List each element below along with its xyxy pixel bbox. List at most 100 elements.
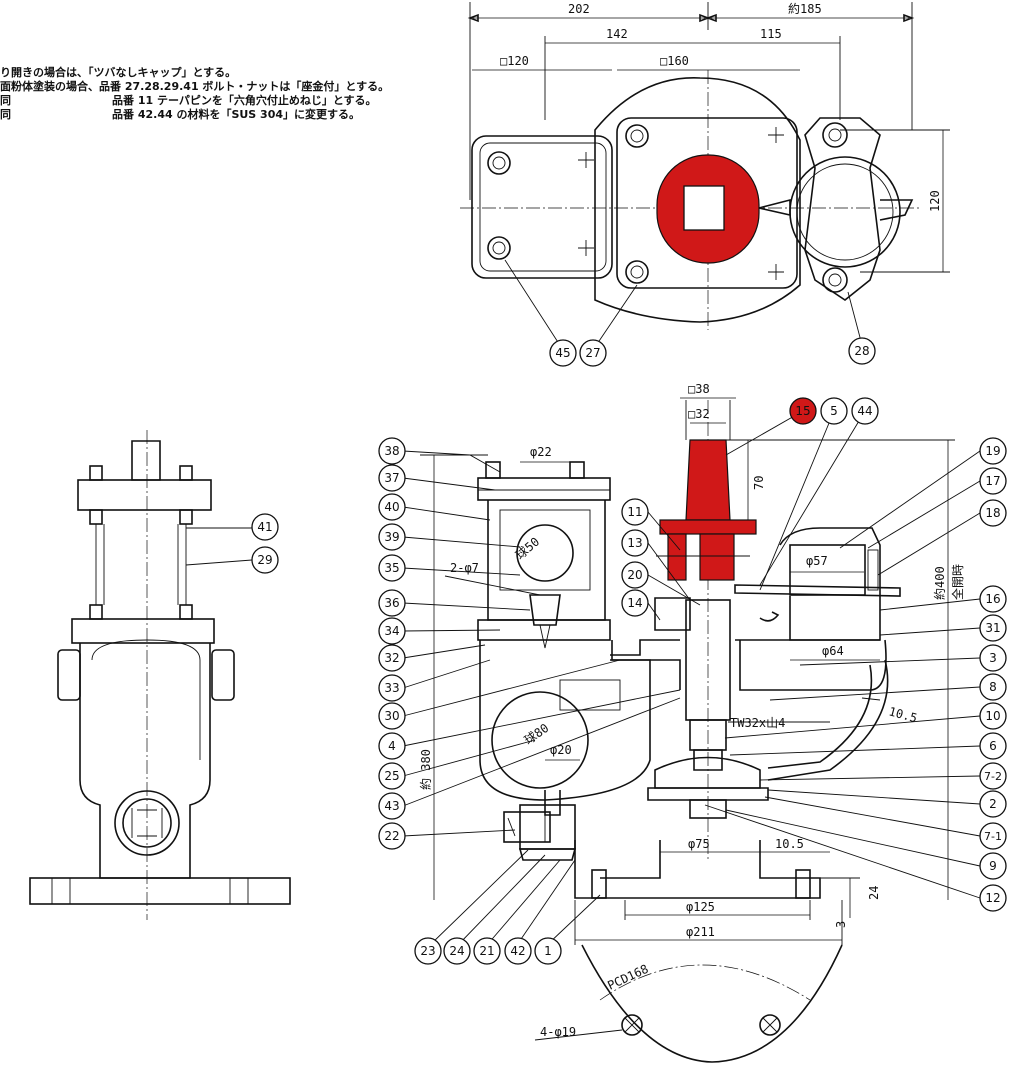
svg-text:35: 35	[384, 561, 399, 575]
balloon-42: 42	[504, 937, 532, 965]
balloon-2: 2	[979, 790, 1007, 818]
dim-phi57: φ57	[806, 554, 828, 568]
dim-ball50: 球50	[513, 535, 542, 563]
balloon-31: 31	[979, 614, 1007, 642]
balloon-21: 21	[473, 937, 501, 965]
balloon-35: 35	[378, 554, 406, 582]
svg-text:27: 27	[585, 346, 600, 360]
highlight-handle-section	[656, 439, 757, 581]
balloon-40: 40	[378, 493, 406, 521]
svg-text:4: 4	[388, 739, 396, 753]
svg-text:33: 33	[384, 681, 399, 695]
side-view	[29, 430, 291, 920]
svg-text:28: 28	[854, 344, 869, 358]
balloon-11: 11	[621, 498, 649, 526]
dim-ball80: 球80	[522, 721, 552, 748]
dim-sq160: □160	[660, 54, 689, 68]
svg-text:19: 19	[985, 444, 1000, 458]
balloon-32: 32	[378, 644, 406, 672]
balloon-38: 38	[378, 437, 406, 465]
svg-text:22: 22	[384, 829, 399, 843]
balloon-44: 44	[851, 397, 879, 425]
svg-text:25: 25	[384, 769, 399, 783]
balloon-37: 37	[378, 464, 406, 492]
dim-24: 24	[867, 886, 881, 900]
svg-text:15: 15	[795, 404, 810, 418]
svg-text:18: 18	[985, 506, 1000, 520]
balloon-29: 29	[251, 546, 279, 574]
dim-185: 約185	[788, 1, 822, 16]
svg-text:43: 43	[384, 799, 399, 813]
balloon-20: 20	[621, 561, 649, 589]
balloon-25: 25	[378, 762, 406, 790]
balloon-15: 15	[789, 397, 817, 425]
dim-3: 3	[834, 921, 848, 928]
svg-text:7-1: 7-1	[984, 830, 1002, 843]
balloon-3: 3	[979, 644, 1007, 672]
svg-text:29: 29	[257, 553, 272, 567]
balloon-14: 14	[621, 589, 649, 617]
balloon-30: 30	[378, 702, 406, 730]
balloon-9: 9	[979, 852, 1007, 880]
balloon-45: 45	[549, 339, 577, 367]
svg-text:38: 38	[384, 444, 399, 458]
notes-block: り開きの場合は、「ツバなしキャップ」とする。 面粉体塗装の場合、品番 27.28…	[0, 66, 389, 122]
svg-text:14: 14	[627, 596, 642, 610]
svg-text:17: 17	[985, 474, 1000, 488]
svg-text:10: 10	[985, 709, 1000, 723]
balloon-10: 10	[979, 702, 1007, 730]
svg-text:23: 23	[420, 944, 435, 958]
balloon-19: 19	[979, 437, 1007, 465]
svg-text:45: 45	[555, 346, 570, 360]
svg-text:39: 39	[384, 530, 399, 544]
balloon-7-2: 7-2	[979, 762, 1007, 790]
note-1: り開きの場合は、「ツバなしキャップ」とする。	[0, 66, 237, 79]
svg-text:30: 30	[384, 709, 399, 723]
plan-bolts	[487, 122, 848, 293]
balloon-43: 43	[378, 792, 406, 820]
dim-phi125: φ125	[686, 900, 715, 914]
plan-view: 202 約185 142 115 □120 □160 120	[460, 1, 950, 351]
dim-4phi19: 4-φ19	[540, 1025, 576, 1039]
dim-202: 202	[568, 2, 590, 16]
dim-10-5-base: 10.5	[775, 837, 804, 851]
dim-400: 約400	[932, 566, 947, 600]
svg-text:41: 41	[257, 520, 272, 534]
balloon-13: 13	[621, 529, 649, 557]
dim-115: 115	[760, 27, 782, 41]
svg-text:44: 44	[857, 404, 872, 418]
balloon-6: 6	[979, 732, 1007, 760]
leader-lines	[402, 410, 981, 946]
svg-text:6: 6	[989, 739, 997, 753]
balloon-5: 5	[820, 397, 848, 425]
svg-text:11: 11	[627, 505, 642, 519]
balloon-23: 23	[414, 937, 442, 965]
dim-phi75: φ75	[688, 837, 710, 851]
svg-text:32: 32	[384, 651, 399, 665]
svg-text:21: 21	[479, 944, 494, 958]
balloon-24: 24	[443, 937, 471, 965]
dim-142: 142	[606, 27, 628, 41]
dim-sq38: □38	[688, 382, 710, 396]
svg-text:3: 3	[989, 651, 997, 665]
dim-phi211: φ211	[686, 925, 715, 939]
svg-text:8: 8	[989, 680, 997, 694]
svg-text:42: 42	[510, 944, 525, 958]
balloon-27: 27	[579, 339, 607, 367]
dim-phi64: φ64	[822, 644, 844, 658]
balloon-4: 4	[378, 732, 406, 760]
balloon-36: 36	[378, 589, 406, 617]
note-2: 面粉体塗装の場合、品番 27.28.29.41 ボルト・ナットは「座金付」とする…	[0, 80, 390, 93]
dim-70: 70	[752, 476, 766, 490]
balloon-17: 17	[979, 467, 1007, 495]
svg-text:16: 16	[985, 592, 1000, 606]
dim-pcd168: PCD168	[605, 962, 650, 993]
svg-text:13: 13	[627, 536, 642, 550]
balloon-7-1: 7-1	[979, 822, 1007, 850]
svg-text:7-2: 7-2	[984, 770, 1002, 783]
balloon-18: 18	[979, 499, 1007, 527]
balloon-34: 34	[378, 617, 406, 645]
balloon-33: 33	[378, 674, 406, 702]
svg-text:36: 36	[384, 596, 399, 610]
